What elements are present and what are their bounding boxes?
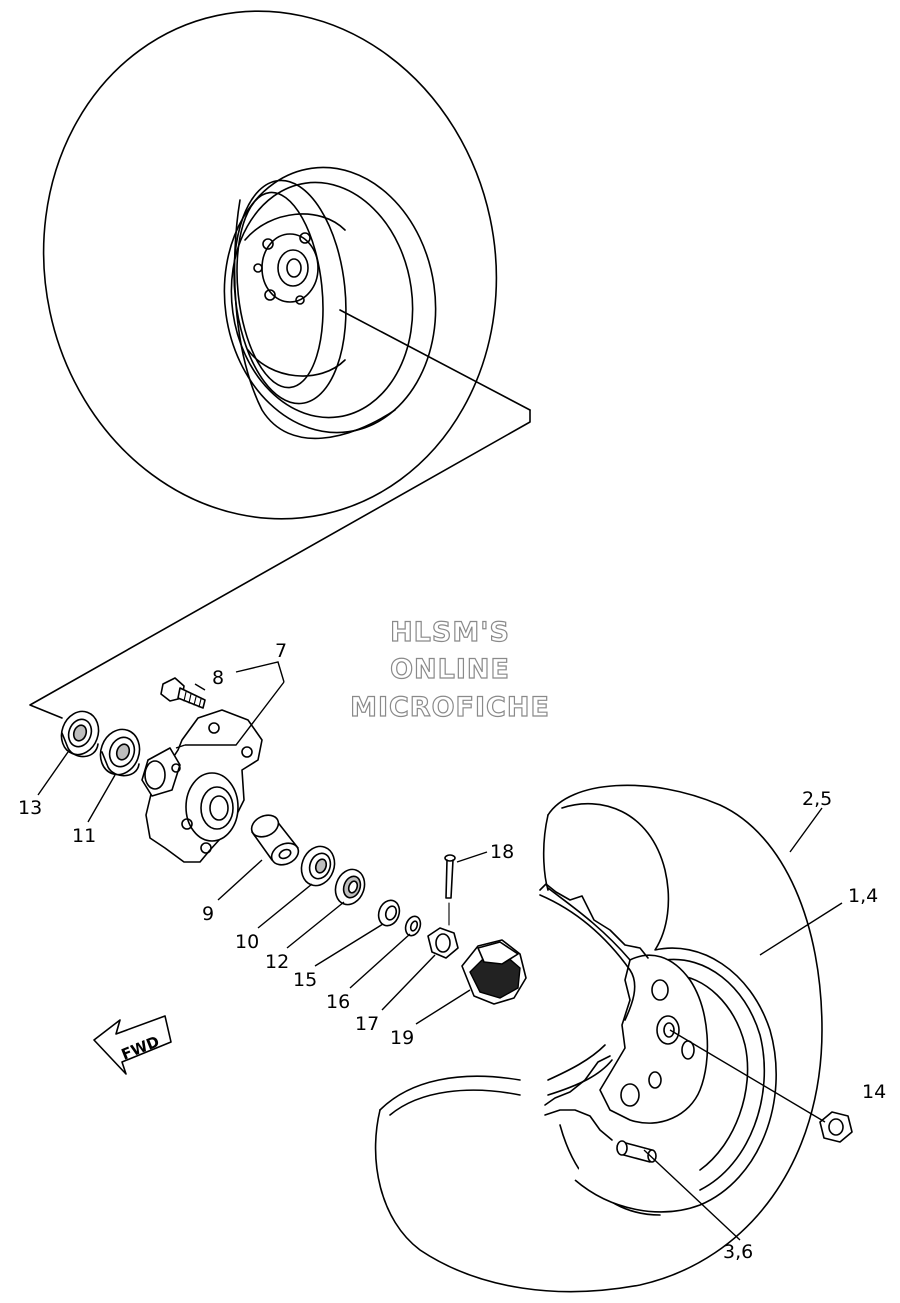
hub-cap-19 — [461, 939, 527, 1005]
callout-3-6: 3,6 — [723, 1241, 753, 1263]
callout-14: 14 — [862, 1081, 886, 1103]
tire-2-5 — [374, 784, 823, 1293]
callout-16: 16 — [326, 991, 350, 1013]
callout-7: 7 — [275, 640, 287, 662]
castle-nut-17 — [427, 927, 459, 959]
leader-lines — [37, 661, 843, 1241]
oil-seal-12 — [334, 868, 366, 906]
callout-19: 19 — [390, 1027, 414, 1049]
watermark: HLSM'S ONLINE MICROFICHE — [349, 616, 550, 723]
watermark-line-1: HLSM'S — [390, 617, 510, 648]
wheel-nut-14 — [819, 1111, 853, 1143]
callout-13: 13 — [18, 797, 42, 819]
washer-16 — [404, 915, 422, 937]
callout-17: 17 — [355, 1013, 379, 1035]
watermark-line-3: MICROFICHE — [350, 692, 550, 723]
cotter-pin-18 — [444, 854, 456, 926]
bearing-11 — [99, 728, 141, 777]
callout-11: 11 — [72, 825, 96, 847]
callout-9: 9 — [202, 903, 214, 925]
watermark-line-2: ONLINE — [390, 654, 510, 685]
bearing-13 — [60, 710, 100, 758]
collar-15 — [377, 899, 401, 927]
spacer-9 — [250, 814, 300, 866]
bearing-10 — [300, 845, 336, 887]
callout-18: 18 — [490, 841, 514, 863]
fwd-arrow-icon: FWD — [93, 1015, 172, 1075]
callout-8: 8 — [212, 667, 224, 689]
hub-bolt — [160, 677, 206, 709]
callout-15: 15 — [293, 969, 317, 991]
callout-labels: 2,5 1,4 7 8 13 11 9 10 12 15 16 17 19 18… — [18, 640, 886, 1263]
callout-2-5: 2,5 — [802, 788, 832, 810]
assembled-wheel — [42, 10, 498, 520]
callout-12: 12 — [265, 951, 289, 973]
callout-1-4: 1,4 — [848, 885, 878, 907]
wheel-hub — [141, 709, 263, 863]
assembly-reference-lines — [29, 309, 531, 719]
callout-10: 10 — [235, 931, 259, 953]
